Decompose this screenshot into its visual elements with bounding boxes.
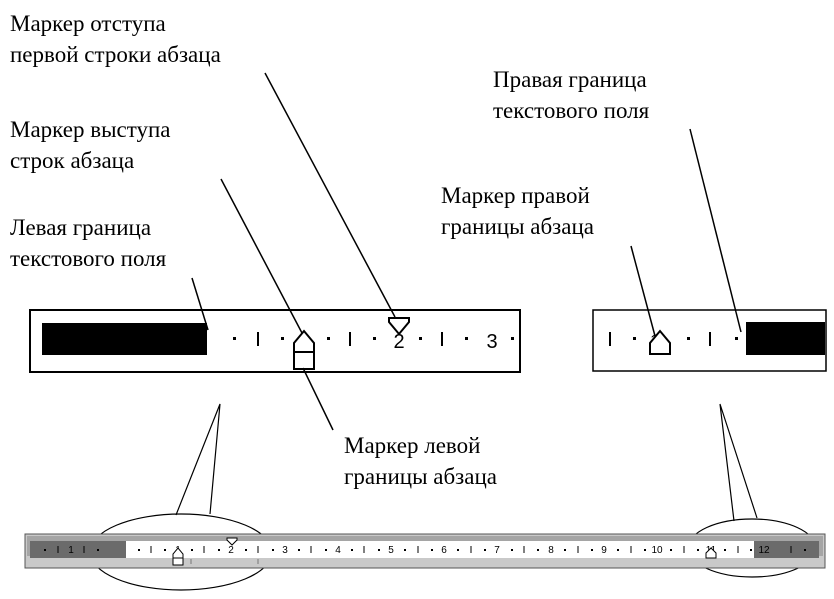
ruler-dot <box>298 549 300 551</box>
label-line: первой строки абзаца <box>10 42 221 67</box>
ruler-dot <box>617 549 619 551</box>
ruler-number-label: 6 <box>441 545 447 556</box>
ruler-dot <box>233 337 236 340</box>
full-ruler-right-margin <box>754 541 819 558</box>
label-line: Маркер отступа <box>10 11 166 36</box>
right-indent-marker-icon[interactable] <box>705 547 717 559</box>
leader-line <box>630 245 656 337</box>
label-line: текстового поля <box>10 246 167 271</box>
ruler-dot <box>419 337 422 340</box>
ruler-dot <box>97 549 99 551</box>
ruler-dot <box>804 549 806 551</box>
ruler-dot <box>351 549 353 551</box>
full-ruler: 1 1 2 3 4 5 6 7 8 9 10 11 12 <box>24 533 826 569</box>
full-ruler-left-margin <box>30 541 126 558</box>
ruler-dot <box>44 549 46 551</box>
label-line: Маркер левой <box>344 433 481 458</box>
ruler-dot <box>511 549 513 551</box>
label-left-margin: Левая граница текстового поля <box>10 212 166 274</box>
full-ruler-dots <box>44 549 806 551</box>
leader-line <box>220 178 303 334</box>
label-line: Маркер правой <box>441 183 590 208</box>
ruler-dot <box>272 549 274 551</box>
ruler-number-label: 7 <box>494 545 500 556</box>
label-line: Левая граница <box>10 215 152 240</box>
full-ruler-tab-stops <box>190 559 259 564</box>
ruler-dot <box>537 549 539 551</box>
ruler-number-label: 5 <box>388 545 394 556</box>
ruler-dot <box>644 549 646 551</box>
zoomed-ruler-left: 2 3 <box>29 309 521 373</box>
ruler-dot <box>245 549 247 551</box>
leader-line <box>689 128 742 333</box>
ruler-number-label: 1 <box>68 545 74 556</box>
ruler-dot <box>373 337 376 340</box>
ruler-dot <box>164 549 166 551</box>
ruler-dot <box>687 337 690 340</box>
ruler-dot <box>484 549 486 551</box>
right-margin-area <box>746 322 825 355</box>
ruler-dot <box>511 337 514 340</box>
zoomed-ruler-right: 11 <box>592 309 827 372</box>
ruler-dot <box>670 549 672 551</box>
ruler-number-label: 12 <box>758 545 770 556</box>
ruler-dot <box>591 549 593 551</box>
zoomed-ruler-left-half-ticks <box>257 332 443 346</box>
label-right-indent: Маркер правой границы абзаца <box>441 180 594 242</box>
ruler-dot <box>281 337 284 340</box>
label-first-line-indent: Маркер отступа первой строки абзаца <box>10 8 221 70</box>
zoomed-ruler-left-dots <box>233 337 514 340</box>
ruler-dot <box>750 549 752 551</box>
ruler-dot <box>138 549 140 551</box>
label-line: строк абзаца <box>10 148 135 173</box>
leader-line <box>191 277 209 331</box>
left-indent-marker-icon[interactable] <box>293 351 315 370</box>
label-left-indent: Маркер левой границы абзаца <box>344 430 497 492</box>
leader-line <box>264 72 396 318</box>
label-line: текстового поля <box>493 98 650 123</box>
ruler-dot <box>697 549 699 551</box>
ruler-dot <box>724 549 726 551</box>
left-margin-area <box>42 323 207 355</box>
ruler-dot <box>633 337 636 340</box>
right-callout-pointer <box>719 403 758 522</box>
full-ruler-text-area <box>126 541 754 558</box>
ruler-number-label: 9 <box>601 545 607 556</box>
full-ruler-half-ticks <box>57 546 792 553</box>
ruler-number-label: 2 <box>393 331 404 353</box>
label-line: Правая граница <box>493 67 647 92</box>
ruler-dot <box>564 549 566 551</box>
first-line-indent-marker-icon[interactable] <box>388 317 410 336</box>
label-line: границы абзаца <box>344 464 497 489</box>
label-right-margin: Правая граница текстового поля <box>493 64 649 126</box>
ruler-number-label: 2 <box>228 545 234 556</box>
ruler-dot <box>735 337 738 340</box>
label-line: границы абзаца <box>441 214 594 239</box>
left-callout-pointer <box>175 403 221 516</box>
ruler-dot <box>465 337 468 340</box>
ruler-dot <box>218 549 220 551</box>
ruler-dot <box>191 549 193 551</box>
ruler-number-label: 10 <box>651 545 663 556</box>
ruler-dot <box>325 549 327 551</box>
first-line-indent-marker-icon[interactable] <box>226 537 238 546</box>
ruler-dot <box>404 549 406 551</box>
ruler-dot <box>378 549 380 551</box>
ruler-dot <box>457 549 459 551</box>
ruler-dot <box>327 337 330 340</box>
right-indent-marker-icon[interactable] <box>649 329 671 355</box>
leader-lines <box>191 72 742 431</box>
ruler-number-label: 8 <box>548 545 554 556</box>
ruler-number-label: 3 <box>282 545 288 556</box>
label-line: Маркер выступа <box>10 117 171 142</box>
label-hanging-indent: Маркер выступа строк абзаца <box>10 114 171 176</box>
ruler-number-label: 3 <box>486 331 497 353</box>
leader-line <box>302 367 334 431</box>
ruler-number-label: 4 <box>335 545 341 556</box>
ruler-dot <box>431 549 433 551</box>
left-indent-marker-icon[interactable] <box>172 557 184 566</box>
